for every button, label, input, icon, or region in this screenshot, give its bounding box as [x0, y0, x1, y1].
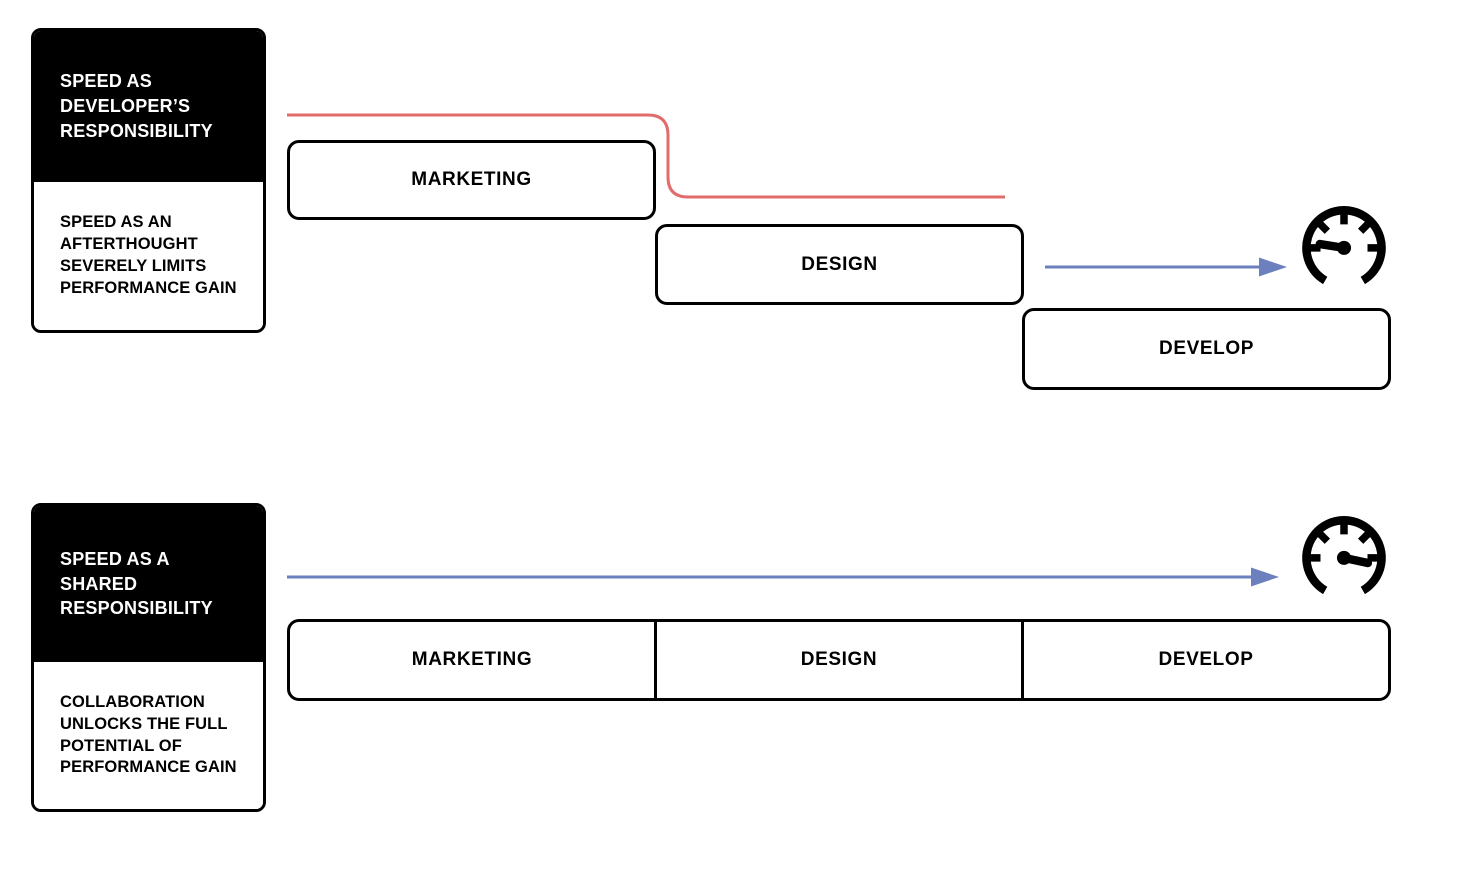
phase-label: DESIGN: [800, 649, 878, 670]
shared-card-title: SPEED AS A SHARED RESPONSIBILITY: [34, 506, 263, 662]
speedometer-low-icon: [1302, 206, 1386, 285]
waterfall-section: SPEED AS DEVELOPER’S RESPONSIBILITY SPEE…: [31, 28, 1391, 390]
speedometer-high-icon: [1302, 516, 1386, 595]
phase-label: MARKETING: [411, 649, 533, 670]
shared-phase-develop: DEVELOP: [1021, 622, 1388, 698]
waterfall-phase-design: DESIGN: [655, 224, 1024, 305]
shared-phase-marketing: MARKETING: [290, 622, 654, 698]
waterfall-speed-arrow: [1045, 257, 1287, 277]
waterfall-phase-develop: DEVELOP: [1022, 308, 1391, 390]
handoff-delay-line: [287, 113, 1005, 199]
waterfall-card-title: SPEED AS DEVELOPER’S RESPONSIBILITY: [34, 31, 263, 182]
shared-section: SPEED AS A SHARED RESPONSIBILITY COLLABO…: [0, 440, 1464, 872]
waterfall-phase-marketing: MARKETING: [287, 140, 656, 220]
shared-info-card: SPEED AS A SHARED RESPONSIBILITY COLLABO…: [31, 503, 266, 812]
shared-speed-arrow: [287, 567, 1279, 587]
phase-label: DEVELOP: [1159, 338, 1254, 359]
shared-phase-row: MARKETING DESIGN DEVELOP: [287, 619, 1391, 701]
phase-label: DEVELOP: [1158, 649, 1254, 670]
waterfall-card-subtitle: SPEED AS AN AFTERTHOUGHT SEVERELY LIMITS…: [34, 182, 263, 330]
phase-label: DESIGN: [801, 253, 878, 275]
waterfall-info-card: SPEED AS DEVELOPER’S RESPONSIBILITY SPEE…: [31, 28, 266, 333]
shared-phase-design: DESIGN: [654, 622, 1021, 698]
phase-label: MARKETING: [411, 169, 532, 190]
shared-card-subtitle: COLLABORATION UNLOCKS THE FULL POTENTIAL…: [34, 662, 263, 809]
